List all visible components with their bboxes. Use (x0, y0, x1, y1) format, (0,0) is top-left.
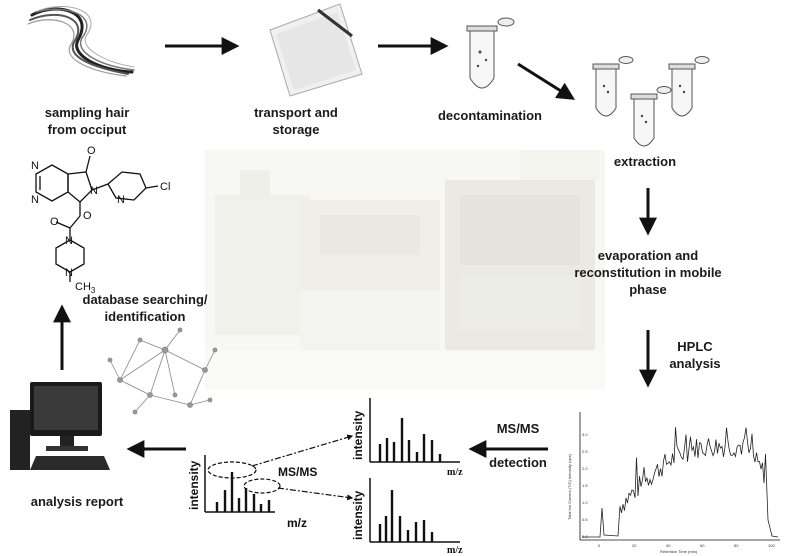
y-tick-label: 2.0 (582, 466, 588, 471)
network-icon (107, 327, 218, 415)
chlorine-label: Cl (160, 181, 170, 193)
x-tick-label: 80 (734, 543, 739, 548)
label-report: analysis report (30, 494, 124, 509)
y-tick-label: 0.0 (582, 534, 588, 539)
label-decontamination: decontamination (437, 108, 542, 123)
svg-text:intensity: intensity (351, 490, 365, 540)
svg-text:N: N (117, 194, 125, 206)
svg-text:O: O (50, 216, 59, 228)
chrom-y-label: Total Ion Current (TIC) Intensity (cps) (567, 454, 572, 520)
tube-icon (466, 17, 710, 147)
hair-icon (27, 6, 135, 77)
y-tick-label: 1.5 (582, 483, 588, 488)
y-tick-label: 1.0 (582, 500, 588, 505)
y-tick-label: 2.5 (582, 449, 588, 454)
svg-text:m/z: m/z (447, 467, 463, 478)
svg-text:O: O (83, 210, 92, 222)
label-transport: transport and storage (254, 105, 338, 137)
msms-label: MS/MS (278, 465, 317, 479)
label-database: database searching/ identification (82, 292, 208, 324)
x-tick-label: 100 (768, 543, 775, 548)
svg-text:O: O (87, 145, 96, 157)
x-tick-label: 0 (598, 543, 601, 548)
svg-text:N: N (31, 194, 39, 206)
svg-text:N: N (65, 267, 73, 279)
svg-text:N: N (90, 185, 98, 197)
chromatogram: 0 20 40 60 80 100 0.0 0.5 1.0 1.5 2.0 2.5 3.0 Reten… (567, 412, 780, 554)
svg-text:N: N (31, 160, 39, 172)
methyl-label: CH3 (75, 281, 96, 295)
ms-spectrum: intensity m/z MS/MS (187, 434, 354, 530)
flow-arrows (53, 37, 657, 458)
ms-x-label: m/z (287, 516, 307, 530)
x-tick-label: 60 (700, 543, 705, 548)
bag-icon (269, 3, 363, 97)
computer-icon (10, 382, 110, 470)
y-tick-label: 0.5 (582, 517, 588, 522)
chrom-x-label: Retention Time (min) (660, 549, 698, 554)
label-msms-detection: MS/MS detection (489, 421, 547, 470)
msms-spectrum-2: intensity m/z (351, 478, 463, 556)
msms-spectrum-1: intensity m/z (351, 398, 463, 478)
svg-text:N: N (65, 235, 73, 247)
lab-instrument-photo (205, 150, 605, 390)
svg-text:m/z: m/z (447, 545, 463, 556)
label-evaporation: evaporation and reconstitution in mobile… (574, 248, 722, 297)
label-hplc: HPLC analysis (669, 339, 721, 371)
x-tick-label: 40 (666, 543, 671, 548)
label-extraction: extraction (613, 154, 677, 169)
y-tick-label: 3.0 (582, 432, 588, 437)
molecule-structure (35, 155, 159, 282)
ms-y-label: intensity (187, 460, 201, 510)
svg-text:intensity: intensity (351, 410, 365, 460)
x-tick-label: 20 (632, 543, 637, 548)
label-sampling: sampling hair from occiput (44, 105, 130, 137)
